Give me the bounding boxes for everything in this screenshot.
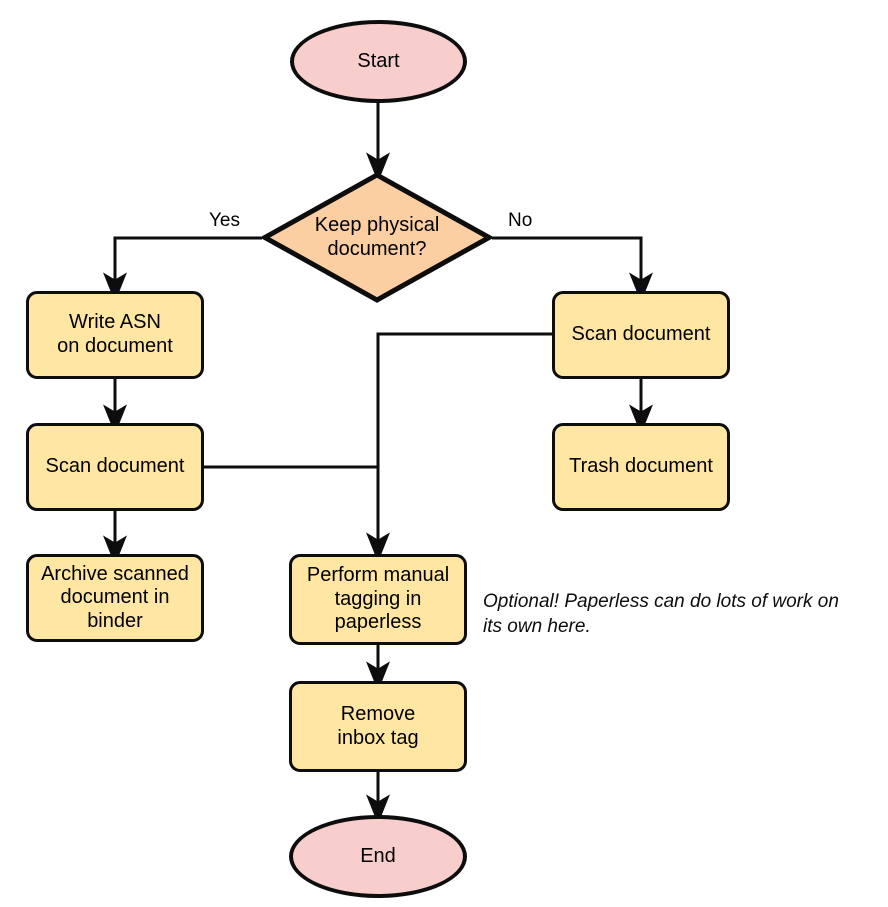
edge-label-yes: Yes bbox=[209, 210, 240, 231]
node-archive-label-line2: document in bbox=[60, 586, 170, 609]
node-tagging-label-line3: paperless bbox=[334, 611, 422, 634]
node-write-asn-label-line2: on document bbox=[57, 335, 173, 357]
annotation-optional-paperless: Optional! Paperless can do lots of work … bbox=[483, 590, 883, 639]
node-archive-label: Archive scanned document in binder bbox=[41, 563, 189, 634]
node-tagging-label-line2: tagging in bbox=[334, 587, 422, 610]
node-remove-inbox-label-line1: Remove bbox=[340, 702, 416, 725]
node-remove-inbox-label: Remove inbox tag bbox=[337, 703, 418, 750]
node-tagging-label: Perform manual tagging in paperless bbox=[307, 564, 449, 635]
node-scan-document-right[interactable]: Scan document bbox=[552, 291, 730, 379]
annotation-line2: its own here. bbox=[483, 615, 591, 637]
node-write-asn-label: Write ASN on document bbox=[57, 311, 173, 358]
node-decision-keep-physical-document[interactable]: Keep physical document? bbox=[262, 172, 492, 303]
edge-label-no: No bbox=[508, 210, 533, 231]
diamond-shape bbox=[262, 172, 492, 303]
node-remove-inbox-tag[interactable]: Remove inbox tag bbox=[289, 681, 467, 772]
node-trash-document[interactable]: Trash document bbox=[552, 423, 730, 511]
node-archive-scanned-document[interactable]: Archive scanned document in binder bbox=[26, 554, 204, 642]
annotation-line1: Optional! Paperless can do lots of work … bbox=[483, 591, 839, 612]
node-write-asn[interactable]: Write ASN on document bbox=[26, 291, 204, 379]
node-scan-document-left[interactable]: Scan document bbox=[26, 423, 204, 511]
node-end-label: End bbox=[360, 844, 396, 867]
edge-decision-yes-to-write-asn bbox=[103, 236, 262, 303]
node-tagging-label-line1: Perform manual bbox=[306, 564, 450, 587]
node-perform-manual-tagging[interactable]: Perform manual tagging in paperless bbox=[289, 554, 467, 645]
node-scan-document-left-label: Scan document bbox=[45, 455, 185, 478]
node-decision-label-line1: Keep physical bbox=[314, 213, 440, 236]
node-start[interactable]: Start bbox=[290, 20, 467, 103]
node-write-asn-label-line1: Write ASN bbox=[69, 311, 161, 334]
node-start-label: Start bbox=[357, 49, 400, 72]
node-archive-label-line1: Archive scanned bbox=[41, 562, 189, 585]
node-trash-document-label: Trash document bbox=[569, 455, 713, 478]
node-decision-label-line2: document? bbox=[327, 237, 427, 260]
node-remove-inbox-label-line2: inbox tag bbox=[337, 726, 419, 749]
edge-scan-right-to-tagging bbox=[366, 332, 552, 563]
node-end[interactable]: End bbox=[289, 815, 467, 898]
node-scan-document-right-label: Scan document bbox=[571, 323, 711, 346]
edge-decision-no-to-scan-right bbox=[492, 236, 653, 303]
node-archive-label-line3: binder bbox=[87, 609, 143, 632]
node-decision-label: Keep physical document? bbox=[294, 214, 460, 261]
